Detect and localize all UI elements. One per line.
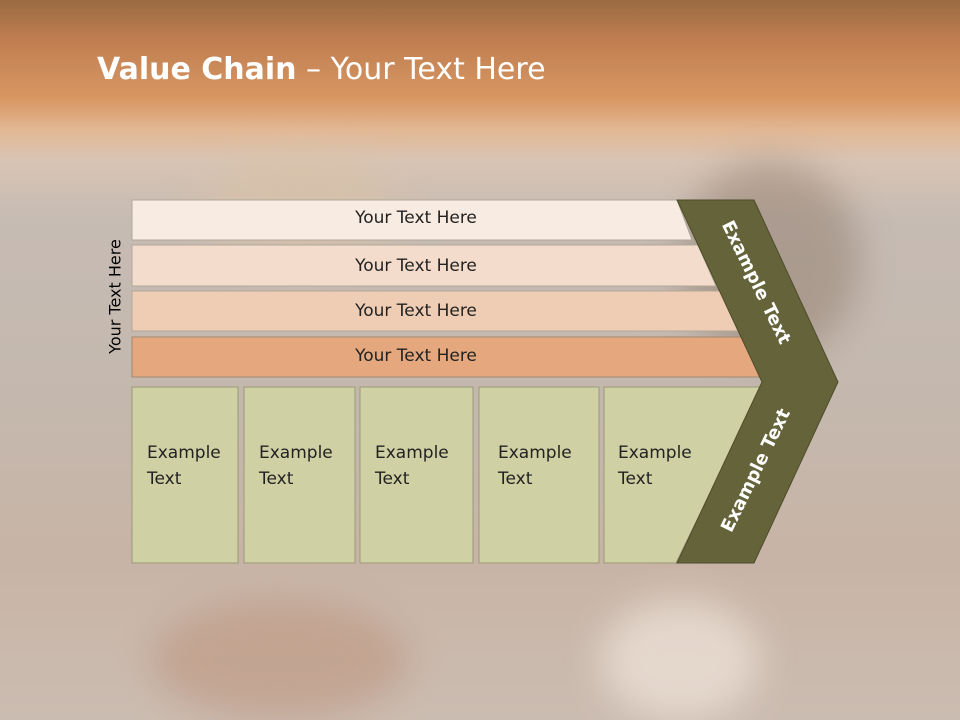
- cell-2-line2: Text: [259, 469, 294, 489]
- cell-3-line2: Text: [375, 469, 410, 489]
- cell-4-line1: Example: [498, 443, 572, 463]
- cell-2-line1: Example: [259, 443, 333, 463]
- cell-3-line1: Example: [375, 443, 449, 463]
- diagram-reflection: [0, 564, 960, 720]
- cell-shape-1: [131, 386, 239, 564]
- bar-label-3: Your Text Here: [355, 301, 477, 321]
- cell-shape-3: [359, 386, 474, 564]
- cell-5-line1: Example: [618, 443, 692, 463]
- chevron-arrow: [676, 199, 839, 564]
- cell-1-line2: Text: [147, 469, 182, 489]
- bar-label-2: Your Text Here: [355, 256, 477, 276]
- cell-1-line1: Example: [147, 443, 221, 463]
- cell-shape-2: [243, 386, 356, 564]
- slide-title: Value Chain – Your Text Here: [97, 52, 546, 87]
- cell-5-line2: Text: [618, 469, 653, 489]
- title-rest: – Your Text Here: [296, 52, 546, 87]
- cell-shape-5: [603, 386, 763, 564]
- cell-shape-4: [478, 386, 600, 564]
- cell-4-line2: Text: [498, 469, 533, 489]
- title-bold: Value Chain: [97, 52, 297, 87]
- bar-shape-1: [131, 199, 693, 241]
- bar-shape-2: [131, 244, 717, 287]
- bar-label-1: Your Text Here: [355, 208, 477, 228]
- bar-label-4: Your Text Here: [355, 346, 477, 366]
